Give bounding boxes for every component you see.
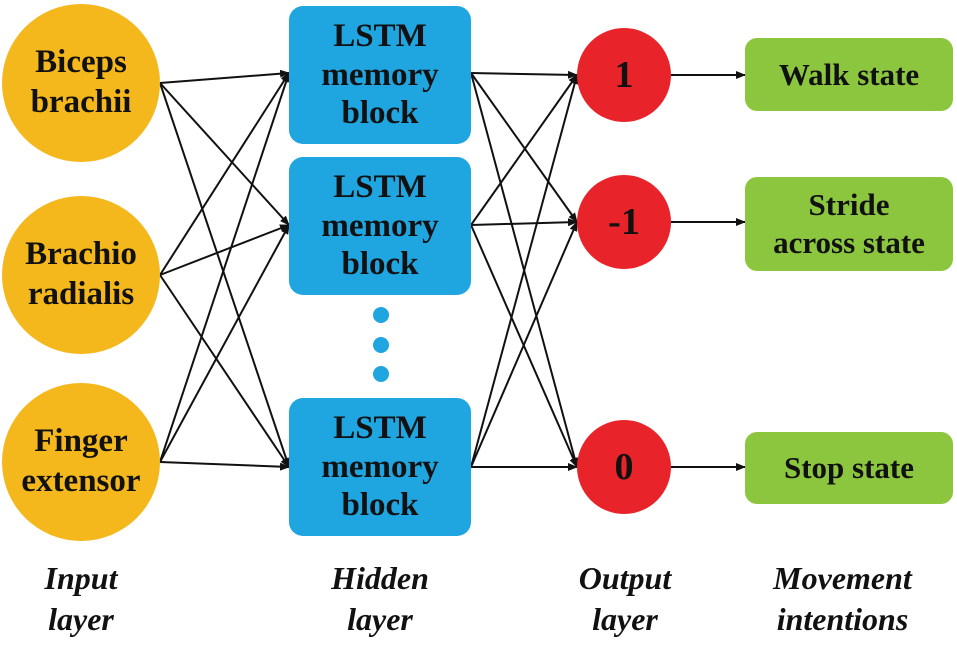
caption-line: layer: [48, 600, 114, 637]
ellipsis-dot: [373, 307, 389, 323]
intention-label-line: Stop state: [783, 450, 915, 486]
output-node-minus-1: -1: [577, 175, 671, 269]
hidden-to-output-arrow: [470, 72, 578, 223]
caption-line: Movement: [773, 560, 912, 596]
ellipsis-dot: [373, 337, 389, 353]
hidden-node-label-line: block: [341, 246, 419, 283]
hidden-node-lstm-block-n: LSTM memory block: [289, 398, 471, 536]
input-node-label-line: extensor: [21, 463, 141, 499]
caption-output-layer: Output layer: [550, 558, 700, 639]
hidden-node-label-line: memory: [321, 207, 439, 244]
ellipsis-dot: [373, 366, 389, 382]
output-node-label: 0: [614, 446, 634, 488]
caption-line: Input: [44, 560, 118, 596]
input-node-label-line: Biceps: [35, 44, 127, 81]
hidden-node-label-line: block: [341, 95, 419, 132]
intention-label-line: Stride: [808, 187, 890, 223]
caption-line: Hidden: [331, 560, 429, 596]
input-to-hidden-arrow: [159, 224, 290, 276]
input-node-label-line: Finger: [34, 423, 128, 460]
caption-movement-intentions: Movement intentions: [730, 558, 955, 639]
caption-line: layer: [347, 600, 413, 637]
output-node-label: -1: [608, 201, 640, 243]
hidden-to-output-arrow: [470, 70, 578, 79]
caption-input-layer: Input layer: [2, 558, 160, 639]
intention-stride-across-state: Stride across state: [745, 177, 953, 271]
caption-line: Output: [578, 560, 672, 596]
input-to-hidden-arrow: [159, 82, 290, 468]
hidden-node-label-line: LSTM: [333, 410, 427, 447]
hidden-node-label-line: LSTM: [333, 18, 427, 55]
output-node-1: 1: [577, 28, 671, 122]
hidden-to-output-arrow: [470, 218, 578, 227]
input-node-biceps-brachii: Biceps brachii: [2, 4, 160, 162]
hidden-node-lstm-block-1: LSTM memory block: [289, 6, 471, 144]
hidden-node-label-line: memory: [321, 56, 439, 93]
input-to-hidden-arrow: [159, 224, 290, 463]
input-node-finger-extensor: Finger extensor: [2, 383, 160, 541]
intention-stop-state: Stop state: [745, 432, 953, 504]
hidden-node-lstm-block-2: LSTM memory block: [289, 157, 471, 295]
intention-label-line: Walk state: [778, 56, 920, 92]
hidden-node-label-line: block: [341, 487, 419, 524]
input-to-hidden-arrow: [159, 72, 290, 276]
input-to-hidden-arrow: [159, 274, 290, 468]
intention-walk-state: Walk state: [745, 38, 953, 111]
intention-label-line: across state: [773, 225, 925, 260]
input-to-hidden-arrow: [159, 69, 290, 84]
hidden-to-output-arrow: [470, 221, 578, 468]
caption-line: intentions: [776, 600, 909, 637]
caption-hidden-layer: Hidden layer: [289, 558, 471, 639]
input-node-label-line: Brachio: [25, 236, 137, 273]
input-node-label-line: radialis: [27, 276, 135, 312]
input-node-label-line: brachii: [30, 84, 132, 120]
input-node-brachio-radialis: Brachio radialis: [2, 196, 160, 354]
input-to-hidden-arrow: [159, 82, 290, 226]
input-to-hidden-arrow: [159, 461, 290, 471]
hidden-to-output-arrow: [470, 74, 578, 226]
hidden-node-label-line: memory: [321, 448, 439, 485]
hidden-to-output-arrow: [470, 74, 579, 468]
caption-line: layer: [592, 600, 658, 637]
hidden-node-label-line: LSTM: [333, 169, 427, 206]
output-node-label: 1: [614, 54, 634, 96]
output-node-0: 0: [577, 420, 671, 514]
input-to-hidden-arrow: [159, 72, 290, 463]
